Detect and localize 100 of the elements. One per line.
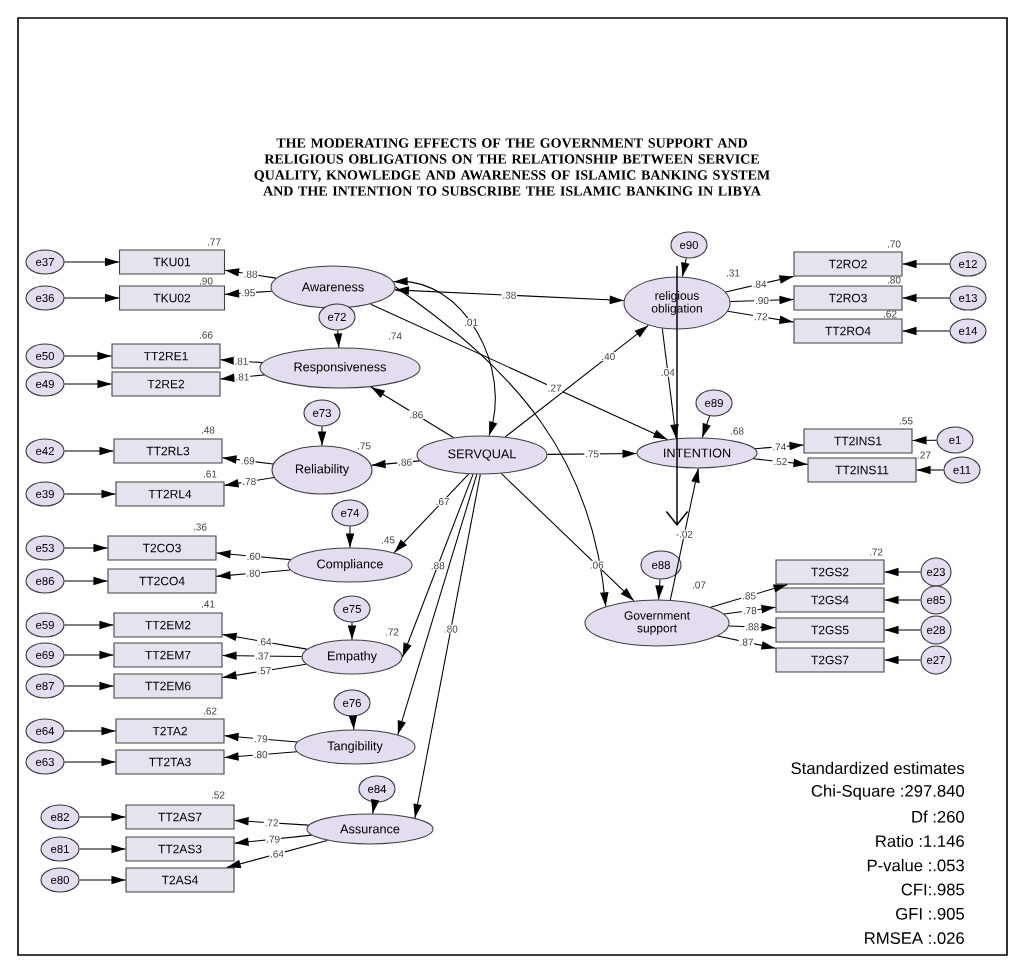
path-arrow	[546, 449, 638, 458]
edge-label: .38	[503, 291, 516, 299]
path-arrow	[64, 379, 112, 389]
indicator-box: T2GS5	[775, 617, 885, 643]
path-arrow	[234, 834, 313, 847]
path-arrow	[912, 436, 937, 445]
path-arrow	[64, 257, 120, 267]
edge-label: .80	[247, 569, 260, 577]
indicator-box: T2GS2	[775, 559, 885, 585]
path-arrow	[222, 663, 307, 680]
path-arrow	[64, 757, 116, 767]
edge-label: .86	[410, 411, 423, 419]
indicator-box: TT2RO4	[793, 318, 903, 344]
edge-label: .64	[270, 850, 284, 858]
indicator-box: T2TA2	[115, 718, 225, 744]
indicator-box: T2RO2	[793, 251, 903, 277]
path-arrow	[681, 257, 690, 278]
estimate-label: .55	[900, 417, 913, 425]
estimate-label: .70	[887, 240, 901, 248]
edge-label: .80	[444, 625, 458, 633]
edge-label: .87	[740, 638, 753, 646]
indicator-box: TKU01	[118, 249, 226, 275]
path-arrow	[64, 543, 108, 553]
path-arrow	[884, 625, 921, 635]
estimate-label: .62	[203, 707, 217, 715]
path-arrow	[397, 473, 478, 736]
path-arrow	[669, 468, 700, 601]
edge-label: -.02	[676, 530, 693, 538]
path-arrow	[64, 576, 108, 586]
path-arrow	[916, 465, 944, 475]
path-arrow	[64, 446, 114, 456]
path-arrow	[64, 293, 120, 303]
path-arrow	[79, 812, 126, 822]
path-arrow	[79, 844, 126, 854]
indicator-box: T2AS4	[125, 867, 235, 893]
indicator-box: T2GS7	[775, 647, 885, 673]
edge-label: .64	[258, 638, 272, 646]
edge-label: .88	[244, 270, 258, 278]
estimate-label: .45	[381, 536, 395, 544]
edge-label: .88	[746, 623, 759, 631]
path-arrow	[728, 622, 776, 632]
edge-label: .75	[586, 450, 599, 458]
edge-label: .78	[243, 477, 256, 486]
path-arrow	[222, 632, 308, 650]
edge-label: .04	[661, 368, 675, 376]
fit-statistic: Chi-Square :297.840	[811, 784, 965, 801]
path-arrow	[345, 526, 355, 548]
path-arrow	[64, 650, 114, 660]
path-arrow	[725, 275, 794, 293]
path-arrow	[717, 635, 776, 650]
path-arrow	[224, 751, 298, 761]
path-arrow	[902, 293, 950, 303]
edge-label: .57	[258, 667, 271, 675]
edge-label: .60	[247, 552, 261, 560]
estimate-label: .48	[202, 426, 215, 434]
edge-label: .01	[465, 318, 478, 326]
fit-statistic: GFI :.905	[896, 907, 965, 920]
indicator-box: TKU02	[118, 285, 226, 311]
estimate-label: .27	[917, 451, 931, 459]
edge-label: .85	[743, 592, 756, 600]
edge-label: .37	[256, 652, 269, 660]
estimate-label: .66	[199, 331, 213, 339]
path-arrow	[754, 441, 804, 451]
path-arrow	[64, 489, 116, 499]
edge-label: .72	[754, 313, 768, 321]
path-arrow	[729, 295, 794, 305]
path-arrow	[395, 286, 609, 607]
estimate-label: .07	[693, 581, 706, 589]
indicator-box: T2RO3	[793, 285, 903, 311]
indicator-box: TT2EM7	[113, 642, 223, 668]
path-arrow	[64, 351, 112, 361]
path-arrow	[402, 473, 474, 658]
edge-label: .40	[602, 353, 615, 361]
path-arrow	[317, 426, 327, 446]
estimate-label: .72	[869, 548, 883, 556]
estimate-label: .77	[207, 238, 221, 246]
path-arrow	[226, 839, 328, 868]
indicator-box: TT2CO4	[107, 568, 217, 594]
path-arrow	[64, 620, 114, 630]
estimate-label: .41	[202, 600, 215, 608]
path-arrow	[371, 459, 421, 469]
estimate-label: .52	[212, 791, 225, 799]
path-arrow	[224, 477, 275, 488]
path-arrow	[752, 458, 808, 468]
edge-label: .78	[743, 607, 757, 615]
edge-label: .88	[431, 562, 445, 570]
edge-label: .80	[254, 751, 268, 759]
edge-label: .86	[399, 458, 412, 466]
path-arrow	[348, 715, 358, 730]
path-arrow	[902, 259, 950, 269]
estimate-label: .90	[199, 277, 213, 285]
estimate-label: .72	[385, 628, 399, 636]
path-arrow	[222, 651, 303, 661]
indicator-box: TT2INS11	[807, 457, 917, 483]
estimate-label: .68	[730, 427, 744, 435]
path-arrow	[710, 584, 789, 608]
path-arrow	[393, 276, 498, 437]
edge-label: .84	[753, 280, 767, 288]
path-arrow	[884, 567, 921, 577]
path-arrow	[224, 289, 273, 298]
